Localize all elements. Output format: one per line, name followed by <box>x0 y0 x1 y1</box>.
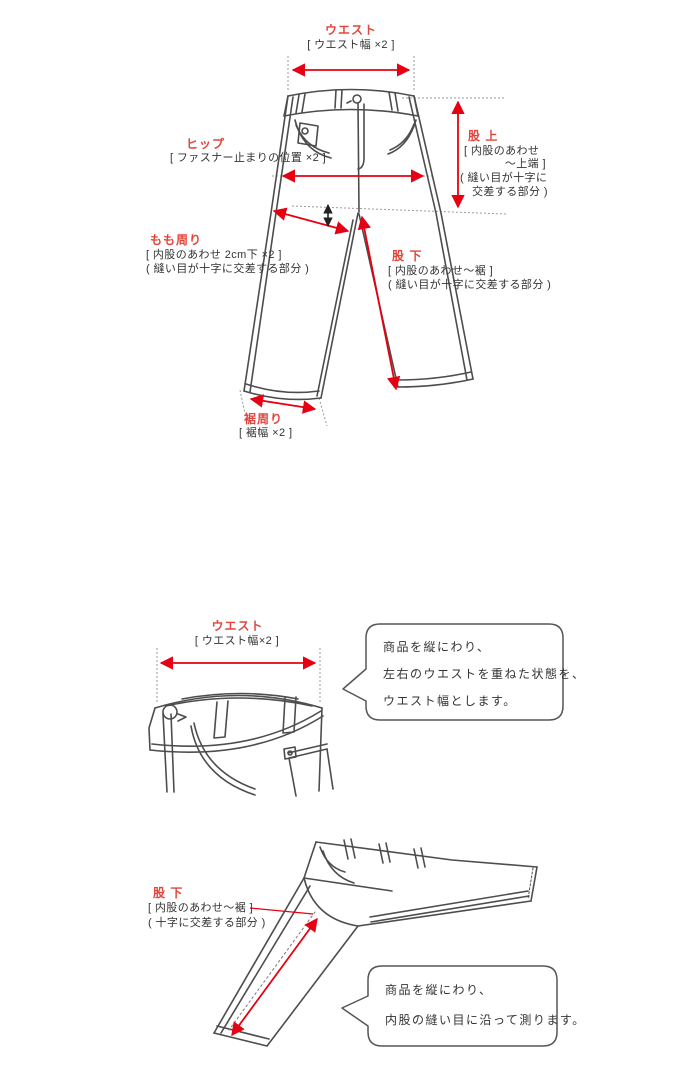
label-inseam-line2: ( 縫い目が十字に交差する部分 ) <box>388 279 552 291</box>
waist-bubble-line1: 商品を縦にわり、 <box>383 640 491 654</box>
label-waist-detail-sub: [ ウエスト幅×2 ] <box>194 635 280 647</box>
label-waist-detail-title: ウエスト <box>211 619 264 633</box>
label-hem-title: 裾周り <box>244 412 284 426</box>
leader-line-inseam-detail <box>249 907 314 915</box>
speech-bubble-inseam <box>341 965 558 1047</box>
arrow-thigh <box>272 207 350 235</box>
arrow-inseam-detail <box>231 917 318 1037</box>
label-rise-title: 股 上 <box>468 129 499 143</box>
label-inseam-detail-line2: ( 十字に交差する部分 ) <box>148 917 266 929</box>
label-thigh-title: もも周り <box>150 233 203 247</box>
label-hem-sub: [ 裾幅 ×2 ] <box>239 427 293 439</box>
arrow-hem-width <box>249 394 317 414</box>
waist-bubble-line2: 左右のウエストを重ねた状態を、 <box>383 667 586 681</box>
label-rise-line2: ～上端 ] <box>504 158 546 170</box>
label-rise-line4: 交差する部分 ) <box>472 186 548 198</box>
label-thigh-line2: ( 縫い目が十字に交差する部分 ) <box>146 263 310 275</box>
measurement-arrows <box>159 63 465 1037</box>
label-inseam-line1: [ 内股のあわせ～裾 ] <box>388 265 494 277</box>
label-rise-line1: [ 内股のあわせ <box>464 145 540 157</box>
label-rise-line3: ( 縫い目が十字に <box>460 172 548 184</box>
arrow-inseam <box>357 215 401 391</box>
speech-bubble-waist <box>342 623 564 721</box>
label-hip-sub: [ ファスナー止まりの位置 ×2 ] <box>170 152 327 164</box>
inseam-bubble-line1: 商品を縦にわり、 <box>385 983 493 997</box>
speech-bubbles <box>341 623 564 1047</box>
label-thigh-line1: [ 内股のあわせ 2cm下 ×2 ] <box>146 249 282 261</box>
waist-bubble-line3: ウエスト幅とします。 <box>383 694 517 708</box>
label-waist-sub: [ ウエスト幅 ×2 ] <box>307 39 395 51</box>
label-inseam-detail-title: 股 下 <box>153 886 184 900</box>
pants-front-view-drawing <box>243 88 474 401</box>
guide-lines <box>156 56 507 704</box>
waistband-detail-drawing <box>148 692 334 797</box>
label-inseam-title: 股 下 <box>392 249 423 263</box>
inseam-bubble-line2: 内股の縫い目に沿って測ります。 <box>385 1013 586 1027</box>
label-hip-title: ヒップ <box>186 137 226 151</box>
label-inseam-detail-line1: [ 内股のあわせ～裾 ] <box>148 902 254 914</box>
label-waist-title: ウエスト <box>324 23 377 37</box>
